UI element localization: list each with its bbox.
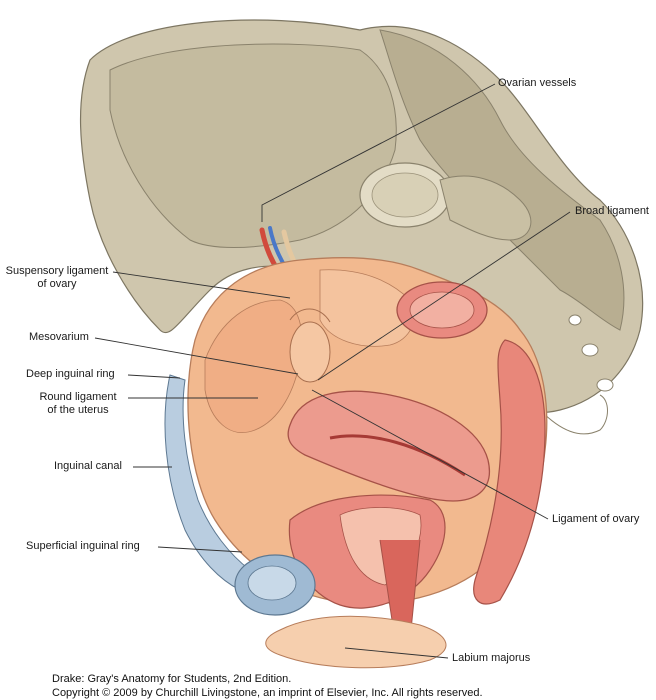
label-broad-ligament: Broad ligament [575, 205, 649, 217]
credit-line-1: Drake: Gray's Anatomy for Students, 2nd … [52, 673, 292, 685]
leader-mesovarium [94, 337, 299, 375]
labium-majorus [265, 615, 447, 669]
label-mesovarium: Mesovarium [29, 331, 89, 343]
leader-suspensory [112, 271, 291, 299]
label-round-ligament-line1: Round ligament [39, 391, 117, 403]
bladder-vagina [288, 494, 446, 641]
label-suspensory-ligament: Suspensory ligament of ovary [2, 265, 112, 291]
label-suspensory-line1: Suspensory ligament [5, 265, 109, 277]
rectum [396, 281, 488, 339]
credit-line-2: Copyright © 2009 by Churchill Livingston… [52, 687, 483, 699]
label-suspensory-line2: of ovary [37, 278, 77, 290]
label-deep-inguinal-ring: Deep inguinal ring [26, 368, 115, 380]
label-round-ligament: Round ligament of the uterus [30, 391, 126, 417]
leader-labium [344, 647, 449, 659]
leader-lines [94, 83, 571, 659]
leader-ligament-of-ovary [311, 389, 549, 520]
label-superficial-inguinal-ring: Superficial inguinal ring [26, 540, 140, 552]
leader-superficial-ring [157, 546, 243, 553]
label-labium-majorus: Labium majorus [452, 652, 531, 664]
label-inguinal-canal: Inguinal canal [54, 460, 122, 472]
label-round-ligament-line2: of the uterus [47, 404, 109, 416]
label-ovarian-vessels: Ovarian vessels [498, 77, 577, 89]
leader-deep-inguinal [127, 374, 181, 379]
label-ligament-of-ovary: Ligament of ovary [552, 513, 640, 525]
ovary [289, 308, 331, 383]
inguinal-canal [164, 374, 316, 616]
leader-ovarian-vessels [261, 83, 496, 222]
rectus-muscle-band [473, 339, 546, 605]
leader-broad-ligament [317, 211, 571, 381]
